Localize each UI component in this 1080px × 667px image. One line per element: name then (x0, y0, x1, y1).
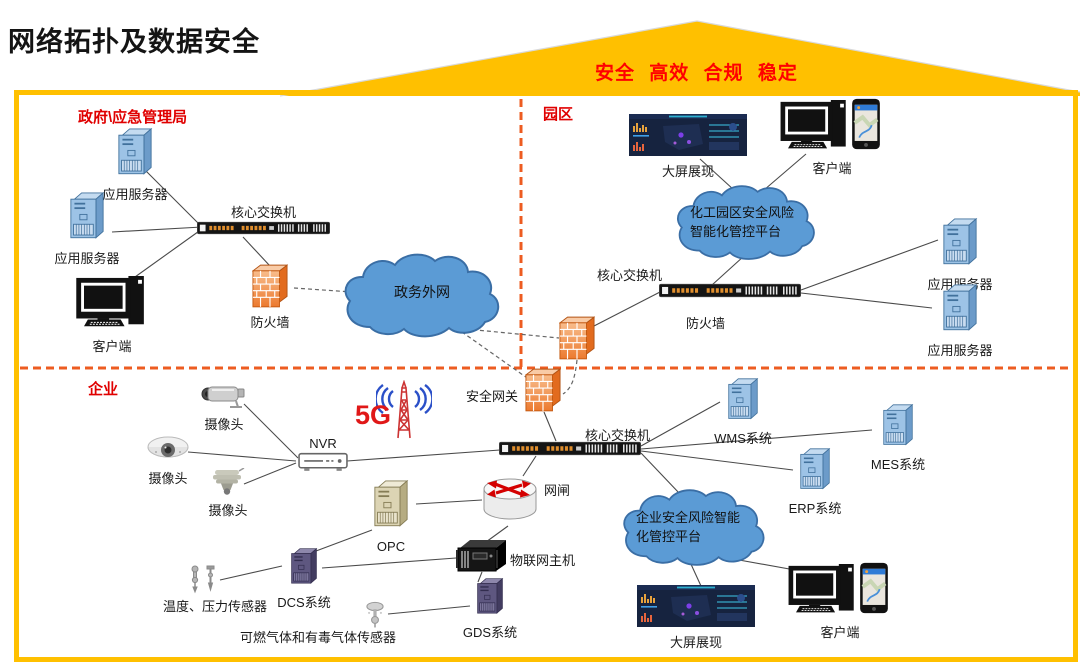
node-label: 摄像头 (148, 471, 188, 486)
server-icon (726, 378, 760, 424)
ent-temp-pressure-sensor (186, 564, 220, 599)
ent-client: 客户端 (784, 562, 896, 641)
park-app-server-1: 应用服务器 (905, 218, 1015, 293)
desktop-and-phone-icon (788, 562, 895, 618)
ent-dcs-server: DCS系统 (258, 548, 350, 611)
gov-core-switch: 核心交换机 (197, 203, 330, 240)
gov-cloud: 政务外网 (336, 250, 508, 350)
node-label: 摄像头 (204, 417, 244, 432)
bullet-camera-icon (200, 384, 248, 410)
node-label: MES系统 (870, 457, 926, 472)
ent-camera-dome: 摄像头 (122, 436, 214, 487)
ent-opc-server: OPC (346, 480, 436, 555)
ent-cloud: 企业安全风险智能化管控平台 (616, 486, 772, 572)
ent-core-switch (499, 441, 641, 461)
node-label: 客户端 (812, 161, 852, 176)
cloud-label: 化工园区安全风险智能化管控平台 (690, 205, 795, 239)
park-cloud: 化工园区安全风险智能化管控平台 (670, 182, 822, 266)
ent-camera-ptz: 摄像头 (182, 468, 274, 519)
ent-security-gateway-label: 安全网关 (466, 389, 519, 404)
zone-label-government: 政府\应急管理局 (78, 109, 188, 126)
banner-slogan: 安全 高效 合规 稳定 (595, 63, 798, 84)
ent-nvr: NVR (296, 434, 350, 477)
server-icon (881, 404, 915, 450)
park-app-server-2: 应用服务器 (905, 284, 1015, 359)
nvr-icon (298, 452, 348, 472)
node-label: ERP系统 (788, 501, 842, 516)
desktop-computer-icon (74, 276, 150, 332)
park-client: 客户端 (776, 98, 888, 177)
server-icon (942, 284, 978, 336)
node-label: 应用服务器 (927, 343, 993, 358)
node-label: 应用服务器 (102, 187, 168, 202)
node-label: 大屏展现 (661, 164, 714, 179)
node-label: WMS系统 (714, 431, 772, 446)
node-label: GDS系统 (462, 625, 518, 640)
cloud-label: 政务外网 (394, 284, 450, 300)
node-label: 客户端 (92, 339, 132, 354)
diagram-border (14, 90, 1078, 662)
park-core-switch-label: 核心交换机 (597, 268, 663, 283)
node-label: OPC (376, 539, 406, 554)
network-switch-icon (499, 441, 641, 456)
node-label: 大屏展现 (669, 635, 722, 650)
server-icon (942, 218, 978, 270)
ptz-camera-icon (207, 468, 249, 496)
ent-erp-server: ERP系统 (760, 448, 870, 517)
gov-app-server-2: 应用服务器 (42, 192, 132, 267)
ent-camera-bullet: 摄像头 (178, 384, 270, 433)
node-label: 核心交换机 (230, 205, 296, 220)
server-icon (117, 128, 153, 180)
server-icon (473, 578, 507, 618)
ent-gap (480, 474, 540, 531)
ent-bigscreen: 大屏展现 (634, 584, 758, 651)
node-label: NVR (309, 436, 337, 451)
desktop-and-phone-icon (780, 98, 887, 154)
firewall-icon (559, 316, 595, 360)
server-icon (798, 448, 832, 494)
dome-camera-icon (146, 436, 190, 464)
ent-security-gateway (524, 368, 562, 417)
sensor-icon (186, 564, 220, 594)
node-label: 摄像头 (208, 503, 248, 518)
ent-temp-sensor-label: 温度、压力传感器 (162, 599, 267, 614)
park-firewall-label: 防火墙 (686, 316, 726, 331)
server-icon (370, 480, 412, 532)
node-label: 客户端 (820, 625, 860, 640)
ent-gap-label: 网闸 (544, 483, 571, 498)
firewall-icon (252, 264, 288, 308)
ent-gas-sensor-label: 可燃气体和有毒气体传感器 (239, 630, 396, 645)
server-icon (287, 548, 321, 588)
network-switch-icon (659, 283, 801, 298)
zone-label-enterprise: 企业 (88, 381, 119, 398)
network-gap-router-icon (480, 474, 540, 526)
park-bigscreen: 大屏展现 (627, 113, 749, 180)
ent-iot-host-label: 物联网主机 (510, 553, 576, 568)
node-label: 防火墙 (250, 315, 290, 330)
ent-iot-host (456, 538, 508, 577)
firewall-icon (525, 368, 561, 412)
dashboard-screen-icon (629, 113, 747, 157)
gov-firewall: 防火墙 (238, 264, 302, 331)
park-firewall (558, 316, 596, 365)
zone-label-park: 园区 (543, 106, 574, 123)
sensor-icon (362, 600, 388, 628)
ent-wms-server: WMS系统 (688, 378, 798, 447)
ent-core-switch-label: 核心交换机 (585, 428, 651, 443)
page-title: 网络拓扑及数据安全 (8, 27, 260, 57)
network-switch-icon (197, 221, 330, 235)
gov-app-server-1: 应用服务器 (90, 128, 180, 203)
server-icon (69, 192, 105, 244)
node-label: DCS系统 (277, 595, 331, 610)
gov-client: 客户端 (62, 276, 162, 355)
cloud-label: 企业安全风险智能化管控平台 (636, 510, 741, 544)
park-core-switch (659, 283, 801, 303)
ent-mes-server: MES系统 (843, 404, 953, 473)
ent-gds-server: GDS系统 (445, 578, 535, 641)
iot-host-icon (456, 538, 508, 572)
5g-label: 5G (355, 400, 392, 430)
node-label: 应用服务器 (54, 251, 120, 266)
dashboard-screen-icon (637, 584, 755, 628)
